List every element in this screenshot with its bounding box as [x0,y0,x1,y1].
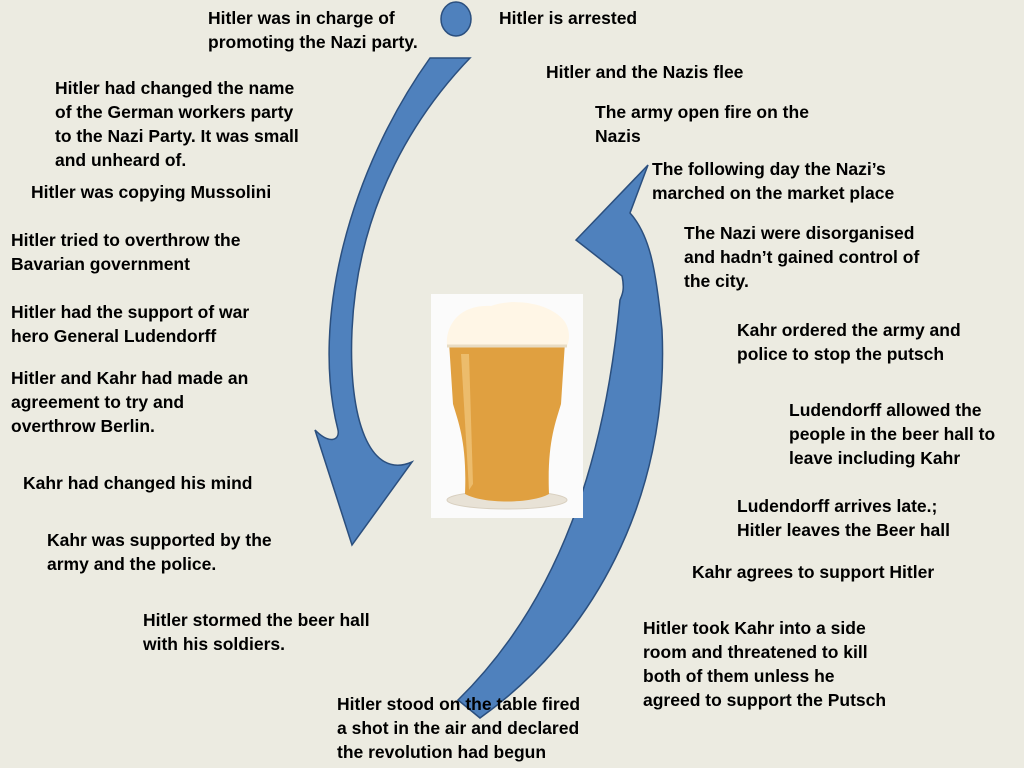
left-cycle-arrow [314,57,472,547]
cycle-start-circle [440,1,472,37]
beer-glass-photo [431,294,583,518]
event-label-stormed-beer-hall: Hitler stormed the beer hall with his so… [143,610,370,654]
event-label-ludendorff-allowed-leave: Ludendorff allowed the people in the bee… [789,400,996,468]
event-label-ludendorff-support: Hitler had the support of war hero Gener… [11,302,250,346]
beer-glass-icon [446,302,569,510]
event-label-renamed-party: Hitler had changed the name of the Germa… [55,78,299,170]
event-label-side-room-threat: Hitler took Kahr into a side room and th… [643,618,887,710]
event-label-nazis-disorganised: The Nazi were disorganised and hadn’t ga… [684,223,920,291]
event-label-nazis-flee: Hitler and the Nazis flee [546,62,744,82]
event-label-ludendorff-arrives: Ludendorff arrives late.; Hitler leaves … [737,496,951,540]
event-label-nazi-party-promotion: Hitler was in charge of promoting the Na… [208,8,418,52]
event-label-hitler-arrested: Hitler is arrested [499,8,638,28]
event-label-march-market-place: The following day the Nazi’s marched on … [652,159,895,203]
event-label-army-opens-fire: The army open fire on the Nazis [595,102,809,146]
event-label-kahr-changed-mind: Kahr had changed his mind [23,473,253,493]
event-label-overthrow-bavaria: Hitler tried to overthrow the Bavarian g… [11,230,241,274]
event-label-kahr-orders-army: Kahr ordered the army and police to stop… [737,320,961,364]
event-label-kahr-agrees: Kahr agrees to support Hitler [692,562,935,582]
event-label-kahr-army-police: Kahr was supported by the army and the p… [47,530,272,574]
event-label-shot-in-air: Hitler stood on the table fired a shot i… [337,694,581,762]
event-label-copying-mussolini: Hitler was copying Mussolini [31,182,272,202]
event-label-kahr-agreement: Hitler and Kahr had made an agreement to… [11,368,249,436]
